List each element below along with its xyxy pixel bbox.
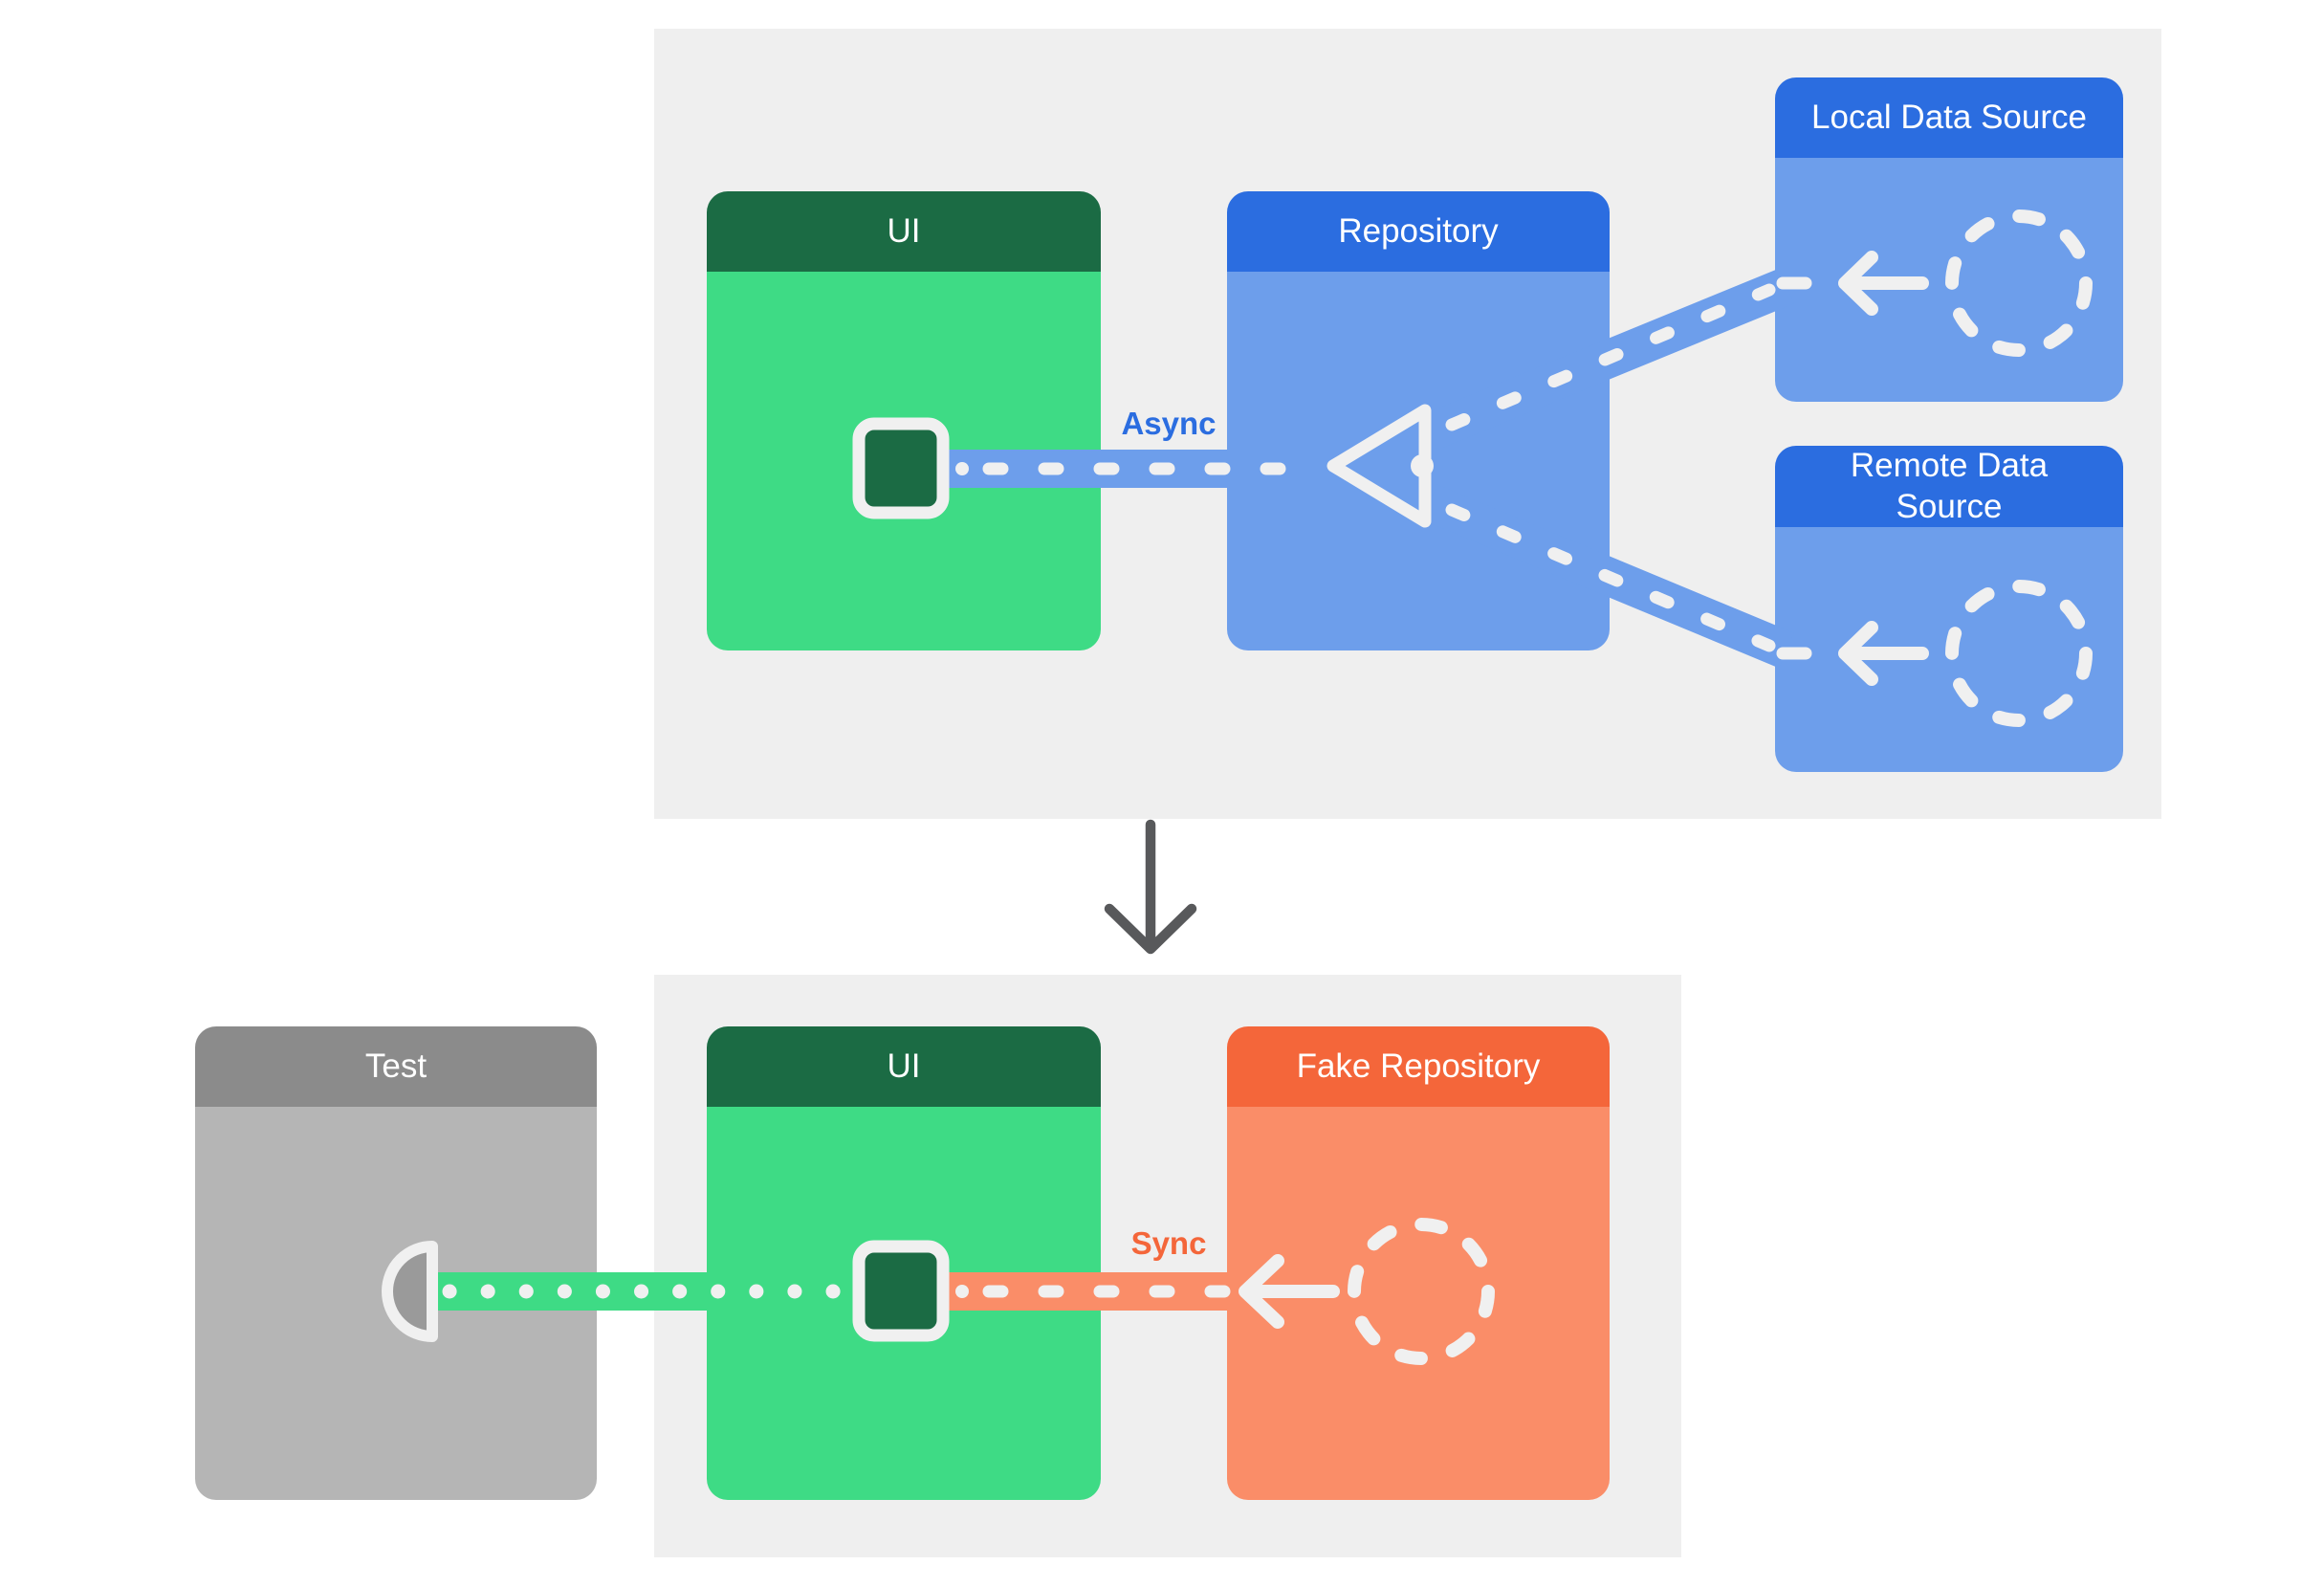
fake-repository-title: Fake Repository: [1227, 1026, 1610, 1107]
test-box-title: Test: [195, 1026, 597, 1107]
test-box: Test: [195, 1026, 597, 1500]
test-box-label: Test: [364, 1047, 428, 1085]
remote-data-source-label: Remote Data Source: [1850, 447, 2049, 525]
ui-box-body: [707, 272, 1101, 650]
repository-box-label: Repository: [1338, 211, 1499, 250]
fake-repository-body: [1227, 1107, 1610, 1500]
ui-box-test-label: UI: [887, 1047, 921, 1085]
remote-data-source-title: Remote Data Source: [1775, 446, 2123, 528]
ui-box-test: UI: [707, 1026, 1101, 1500]
async-label: Async: [1121, 406, 1217, 441]
local-data-source-title: Local Data Source: [1775, 77, 2123, 158]
ui-box-test-title: UI: [707, 1026, 1101, 1107]
local-data-source-body: [1775, 158, 2123, 402]
fake-repository-box: Fake Repository: [1227, 1026, 1610, 1500]
remote-data-source-box: Remote Data Source: [1775, 446, 2123, 772]
ui-box-label: UI: [887, 211, 921, 250]
down-arrow-icon: [1104, 819, 1197, 955]
test-box-body: [195, 1107, 597, 1500]
repository-box-body: [1227, 272, 1610, 650]
fake-repository-label: Fake Repository: [1296, 1047, 1541, 1085]
remote-data-source-body: [1775, 527, 2123, 772]
ui-box-title: UI: [707, 191, 1101, 272]
repository-box: Repository: [1227, 191, 1610, 650]
local-data-source-box: Local Data Source: [1775, 77, 2123, 402]
ui-box: UI: [707, 191, 1101, 650]
repository-box-title: Repository: [1227, 191, 1610, 272]
ui-box-test-body: [707, 1107, 1101, 1500]
sync-label: Sync: [1130, 1225, 1207, 1261]
local-data-source-label: Local Data Source: [1811, 98, 2087, 136]
